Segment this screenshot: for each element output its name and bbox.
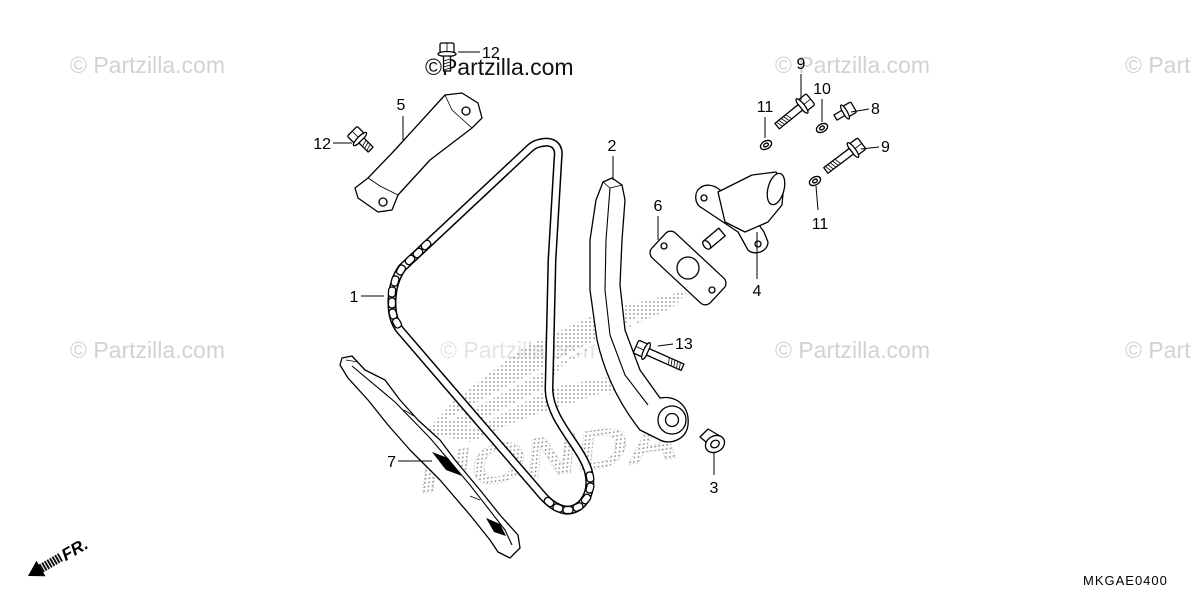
washer-hole — [763, 142, 769, 148]
callout-5[interactable]: 5 — [397, 97, 406, 114]
arrow-head — [28, 560, 46, 577]
plate-body — [354, 92, 483, 213]
bolt-thread — [667, 357, 681, 370]
plunger-tip — [702, 239, 712, 250]
part-9-bolt-lower — [823, 137, 867, 174]
leader-line — [850, 108, 870, 113]
chain-link — [585, 471, 595, 483]
collar-hole — [710, 439, 720, 449]
chain-link — [580, 493, 592, 505]
lifter-housing — [717, 171, 785, 233]
arm-rib — [604, 187, 649, 406]
callout-12-left[interactable]: 12 — [313, 136, 331, 153]
chain-link — [395, 264, 407, 276]
arm-tip — [602, 181, 623, 189]
watermark-mid-left: © Partzilla.com — [70, 337, 225, 363]
callout-9-lower[interactable]: 9 — [881, 139, 890, 156]
leader-line — [860, 146, 880, 150]
callout-3[interactable]: 3 — [710, 480, 719, 497]
chain-link — [552, 503, 564, 513]
chain-link — [420, 239, 432, 251]
watermark-top-left: © Partzilla.com — [70, 52, 225, 78]
leader-line — [815, 185, 819, 211]
part-3-collar — [699, 428, 726, 454]
watermark-mid-right: © Partzilla.com — [775, 337, 930, 363]
part-9-bolt-upper — [774, 93, 815, 130]
chain-links-left — [387, 239, 432, 329]
lifter-mount-hole-upper — [700, 194, 708, 202]
gasket-center-hole — [676, 256, 700, 280]
washer-hole — [812, 178, 818, 184]
part-2-tensioner-arm — [589, 177, 689, 443]
bolt-thread — [776, 114, 792, 127]
arm-pivot-hole — [664, 412, 680, 428]
callout-11-upper[interactable]: 11 — [757, 99, 774, 116]
lifter-plunger — [702, 227, 726, 250]
callout-1[interactable]: 1 — [350, 289, 359, 306]
chain-link — [391, 317, 403, 329]
chain-link — [572, 502, 584, 512]
part-5-chain-guide-plate — [354, 92, 483, 213]
guide-body — [339, 355, 521, 559]
diagram-code: MKGAE0400 — [1083, 573, 1168, 588]
callout-10[interactable]: 10 — [813, 81, 831, 98]
callout-7[interactable]: 7 — [387, 454, 396, 471]
chain-link — [387, 297, 397, 309]
callout-11-lower[interactable]: 11 — [812, 216, 829, 233]
direction-label: FR. — [58, 535, 91, 565]
bolt-shank — [823, 147, 855, 174]
callout-9-upper[interactable]: 9 — [797, 56, 806, 73]
chain-link — [585, 482, 595, 494]
guide-details — [345, 359, 481, 501]
chain-link — [387, 286, 397, 298]
chain-link — [390, 275, 400, 287]
callout-12-upper[interactable]: 12 — [482, 45, 500, 62]
part-13-bolt — [632, 339, 685, 372]
lifter-mount-hole-lower — [754, 240, 762, 248]
plate-hole-upper — [461, 106, 471, 116]
part-11-washer-lower — [808, 175, 822, 187]
part-11-washer-upper — [759, 139, 773, 151]
direction-arrow-icon: FR. — [28, 535, 91, 577]
bolt-thread — [443, 58, 451, 71]
part-12-bolt-upper — [437, 42, 457, 72]
watermark-top-right: © Partzilla.com — [775, 52, 930, 78]
chain-link — [404, 254, 416, 266]
callout-4[interactable]: 4 — [753, 283, 762, 300]
lifter-cap — [766, 172, 786, 206]
bolt-shank — [833, 109, 846, 121]
arrow-shaft — [37, 553, 64, 573]
callout-13[interactable]: 13 — [675, 336, 693, 353]
callout-2[interactable]: 2 — [608, 138, 617, 155]
bolt-shank — [358, 137, 374, 153]
callout-8[interactable]: 8 — [871, 101, 880, 118]
bolt-thread — [825, 158, 841, 172]
part-10-washer — [815, 122, 829, 134]
guide-mount-tabs — [432, 452, 506, 536]
callouts: 12 5 12 1 2 6 4 11 9 10 8 9 11 13 3 7 — [313, 45, 890, 497]
washer-hole — [819, 125, 825, 131]
callout-6[interactable]: 6 — [654, 198, 663, 215]
gasket-bolt-hole-lower — [708, 286, 716, 294]
chain-link — [543, 496, 555, 508]
watermark-mid-edge: © Part — [1125, 337, 1191, 363]
part-1-cam-chain — [387, 137, 595, 515]
part-12-bolt-left — [347, 126, 374, 153]
bolt-thread — [362, 139, 371, 151]
chain-links-bottom — [543, 471, 595, 515]
part-7-chain-guide-lower — [339, 355, 521, 559]
bolt-shank — [645, 347, 685, 372]
watermark-top-edge: © Part — [1125, 52, 1191, 78]
plate-hole-lower — [378, 197, 388, 207]
part-8-bolt — [833, 101, 857, 121]
leader-line — [657, 343, 674, 347]
chain-link — [562, 505, 574, 515]
part-4-tensioner-lifter — [695, 171, 786, 254]
plate-edge — [367, 94, 473, 196]
gasket-bolt-hole-upper — [660, 242, 668, 250]
arm-body — [589, 177, 689, 443]
part-6-gasket — [649, 230, 727, 306]
